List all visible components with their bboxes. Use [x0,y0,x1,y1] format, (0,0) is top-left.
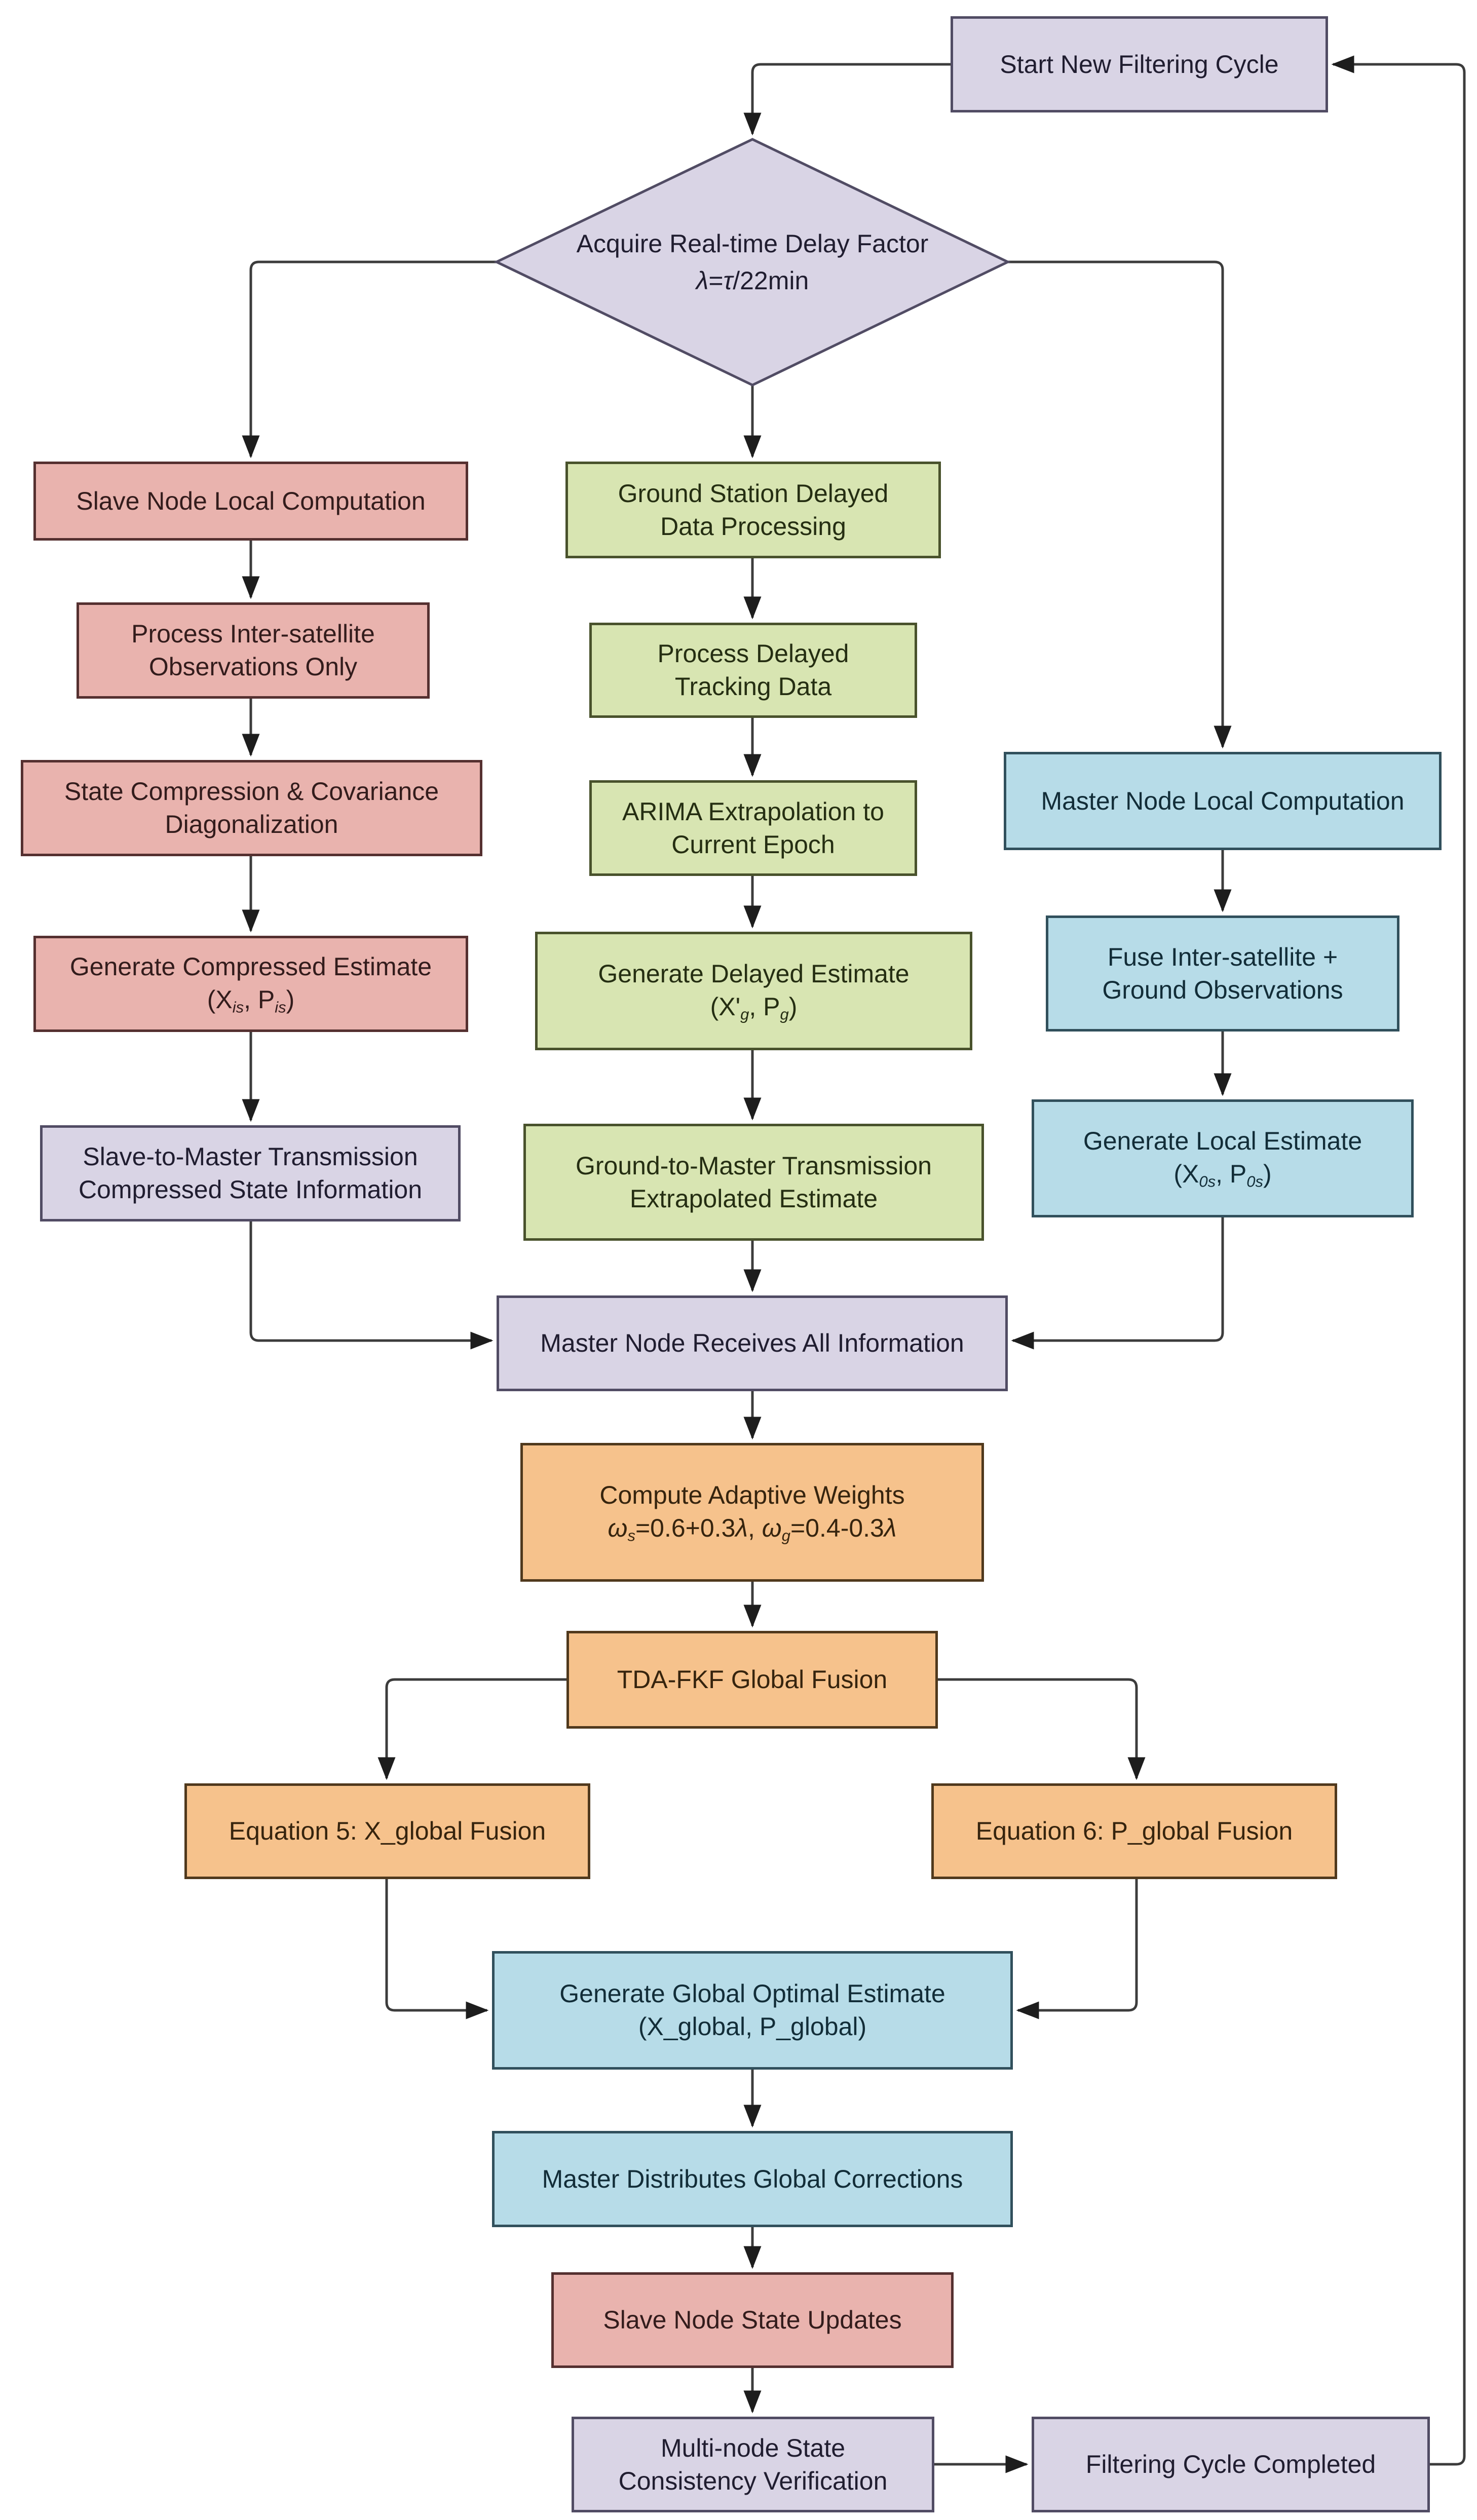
node-gen-local-formula: (X0s, P0s) [1173,1160,1272,1191]
node-tda: TDA-FKF Global Fusion [566,1631,938,1729]
edge-tda-to-eq5 [377,1678,566,1780]
node-gen-delayed: Generate Delayed Estimate (X'g, Pg) [535,932,972,1050]
node-slave-to-master-line1: Slave-to-Master Transmission [83,1142,418,1171]
node-gen-delayed-line1: Generate Delayed Estimate [598,959,910,988]
node-state-compression-line2: Diagonalization [165,810,338,838]
node-ground-delayed: Ground Station Delayed Data Processing [565,462,941,558]
node-weights-line1: Compute Adaptive Weights [599,1480,905,1509]
node-gen-global: Generate Global Optimal Estimate (X_glob… [492,1951,1013,2070]
node-slave-to-master: Slave-to-Master Transmission Compressed … [40,1125,461,1221]
node-arima-line1: ARIMA Extrapolation to [622,797,884,826]
node-decision-formula: λ=τ/22min [696,266,809,295]
node-process-inter-line2: Observations Only [148,653,358,681]
node-gen-local-line1: Generate Local Estimate [1083,1127,1362,1156]
node-distribute: Master Distributes Global Corrections [492,2131,1013,2227]
edge-eq6-to-gen-global [1016,1879,1138,2019]
edge-decision-to-master-local [1008,260,1232,749]
node-process-inter: Process Inter-satellite Observations Onl… [77,602,430,699]
node-completed: Filtering Cycle Completed [1032,2417,1430,2512]
node-arima-line2: Current Epoch [671,830,835,859]
node-completed-label: Filtering Cycle Completed [1085,2450,1376,2478]
node-state-compression-line1: State Compression & Covariance [64,777,439,806]
node-ground-delayed-line2: Data Processing [660,512,846,541]
node-fuse-line1: Fuse Inter-satellite + [1107,942,1338,971]
node-slave-to-master-line2: Compressed State Information [78,1175,423,1204]
node-slave-local: Slave Node Local Computation [33,462,468,541]
node-ground-to-master-line1: Ground-to-Master Transmission [575,1151,932,1180]
node-distribute-label: Master Distributes Global Corrections [542,2164,963,2193]
node-state-compression: State Compression & Covariance Diagonali… [21,760,482,856]
node-slave-local-label: Slave Node Local Computation [76,486,426,515]
node-process-delayed: Process Delayed Tracking Data [589,623,917,718]
node-gen-compressed-formula: (Xis, Pis) [207,985,295,1016]
edge-start-to-decision [743,63,951,136]
node-tda-label: TDA-FKF Global Fusion [617,1665,888,1694]
node-receives-label: Master Node Receives All Information [540,1329,964,1357]
node-gen-global-line1: Generate Global Optimal Estimate [559,1979,945,2008]
node-ground-to-master-line2: Extrapolated Estimate [629,1184,878,1213]
node-ground-to-master: Ground-to-Master Transmission Extrapolat… [523,1124,984,1241]
node-gen-compressed-line1: Generate Compressed Estimate [69,952,432,981]
node-decision-line1: Acquire Real-time Delay Factor [576,230,929,258]
node-verification-line2: Consistency Verification [618,2466,888,2495]
node-process-inter-line1: Process Inter-satellite [131,620,375,648]
node-eq5-label: Equation 5: X_global Fusion [229,1817,546,1845]
node-start: Start New Filtering Cycle [951,16,1328,112]
node-updates: Slave Node State Updates [551,2272,954,2368]
edge-decision-to-slave-local [242,260,497,459]
node-process-delayed-line2: Tracking Data [674,672,832,701]
node-gen-compressed: Generate Compressed Estimate (Xis, Pis) [33,936,468,1032]
node-weights: Compute Adaptive Weights ωs=0.6+0.3λ, ωg… [520,1443,984,1582]
node-eq6-label: Equation 6: P_global Fusion [975,1817,1293,1845]
node-weights-formula: ωs=0.6+0.3λ, ωg=0.4-0.3λ [608,1513,897,1545]
node-decision: Acquire Real-time Delay Factor λ=τ/22min [524,195,980,329]
node-arima: ARIMA Extrapolation to Current Epoch [589,780,917,876]
edge-eq5-to-gen-global [385,1879,489,2019]
node-master-local-label: Master Node Local Computation [1041,786,1405,815]
node-gen-global-line2: (X_global, P_global) [638,2012,867,2041]
node-fuse-line2: Ground Observations [1102,975,1343,1004]
node-start-label: Start New Filtering Cycle [1000,50,1279,79]
node-master-local: Master Node Local Computation [1004,752,1442,850]
edge-gen-local-to-receives [1011,1217,1224,1350]
edge-completed-to-start [1331,55,1466,2466]
node-process-delayed-line1: Process Delayed [657,639,849,668]
edge-slave-to-master-to-receives [249,1221,494,1350]
edge-tda-to-eq6 [938,1678,1146,1780]
node-updates-label: Slave Node State Updates [603,2306,902,2334]
node-ground-delayed-line1: Ground Station Delayed [618,479,889,508]
node-fuse: Fuse Inter-satellite + Ground Observatio… [1046,915,1399,1032]
node-verification: Multi-node State Consistency Verificatio… [572,2417,934,2512]
node-gen-local: Generate Local Estimate (X0s, P0s) [1032,1099,1414,1217]
node-receives: Master Node Receives All Information [497,1295,1008,1391]
node-eq6: Equation 6: P_global Fusion [931,1783,1337,1879]
node-gen-delayed-formula: (X'g, Pg) [710,992,798,1023]
node-verification-line1: Multi-node State [660,2433,846,2462]
node-eq5: Equation 5: X_global Fusion [184,1783,590,1879]
decision-diamond-shape [494,138,1011,387]
